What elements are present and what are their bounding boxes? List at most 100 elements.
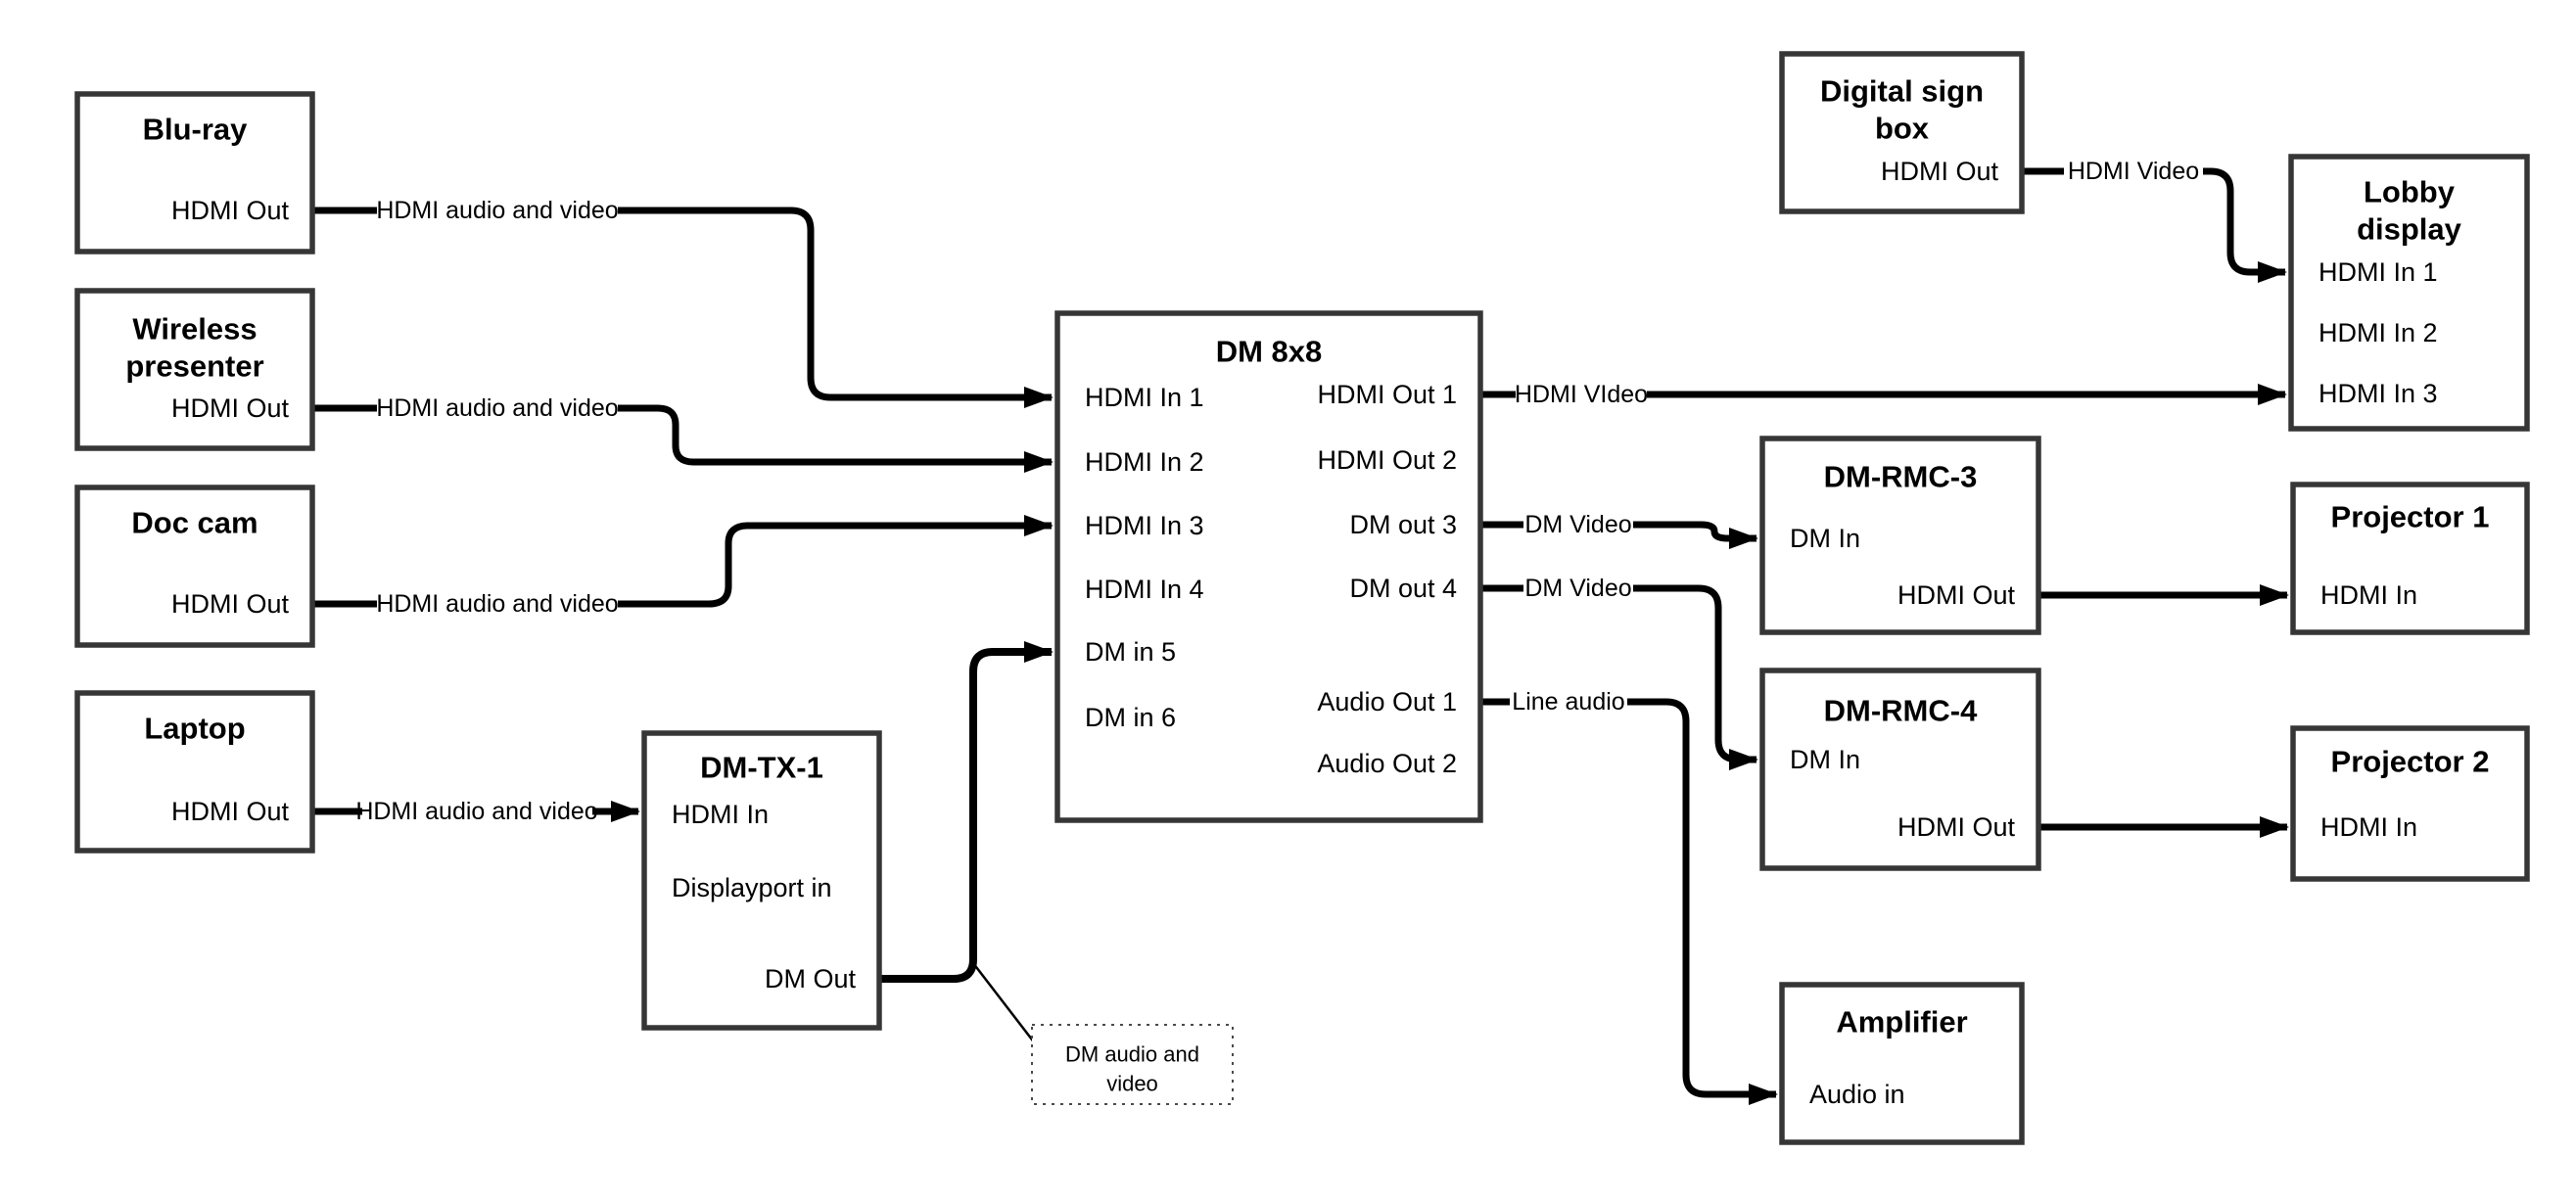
edge-label: HDMI VIdeo — [1515, 381, 1648, 408]
node-title: Laptop — [144, 712, 245, 746]
port-label-dm-in: DM In — [1790, 524, 1860, 553]
edge-dm8x8-out1-to-lobby-in3: HDMI VIdeo — [1480, 381, 2287, 408]
port-label-hdmi-out: HDMI Out — [171, 196, 290, 225]
port-label-hdmi-out-1: HDMI Out 1 — [1317, 380, 1457, 409]
node-box-lobby-display[interactable] — [2288, 154, 2530, 432]
port-label-hdmi-in: HDMI In — [672, 800, 769, 829]
edge-laptop-to-dmtx1: HDMI audio and video — [312, 798, 640, 825]
edge-wire-dm8x8-out3-to-dmrmc3[interactable] — [1633, 521, 1758, 549]
node-title: DM 8x8 — [1216, 335, 1323, 369]
node-title: Projector 2 — [2331, 745, 2490, 779]
edge-label: DM Video — [1524, 511, 1631, 538]
edge-label: HDMI audio and video — [376, 394, 618, 422]
node-box-doc-cam[interactable] — [74, 485, 315, 648]
node-box-digital-sign-box[interactable] — [1779, 51, 2025, 214]
note-text: video — [1106, 1072, 1158, 1096]
node-box-dm-8x8[interactable] — [1054, 310, 1483, 823]
node-box-bluray[interactable] — [74, 91, 315, 254]
edge-wire-dm8x8-out4-to-dmrmc4[interactable] — [1633, 584, 1758, 770]
edge-dm8x8-out4-to-dmrmc4: DM Video — [1480, 575, 1758, 770]
edge-digitalsign-to-lobby-in1: HDMI Video — [2022, 158, 2287, 283]
port-label-hdmi-out-2: HDMI Out 2 — [1317, 445, 1457, 475]
edge-dm8x8-aout1-to-amplifier: Line audio — [1480, 688, 1778, 1105]
edge-bluray-to-dm8x8-in1: HDMI audio and video — [312, 197, 1054, 408]
node-title: box — [1875, 112, 1930, 146]
note-callout-line — [972, 962, 1036, 1044]
edge-label: HDMI Video — [2068, 158, 2199, 185]
edge-dm8x8-out3-to-dmrmc3: DM Video — [1480, 511, 1758, 549]
node-box-dm-rmc-3[interactable] — [1759, 436, 2041, 635]
port-label-hdmi-out: HDMI Out — [171, 589, 290, 619]
node-box-wireless-presenter[interactable] — [74, 288, 315, 451]
node-projector-2: Projector 2 HDMI In — [2290, 725, 2530, 882]
node-box-laptop[interactable] — [74, 690, 315, 854]
port-label-dm-out-4: DM out 4 — [1349, 574, 1457, 603]
port-label-hdmi-in-2: HDMI In 2 — [2318, 318, 2438, 347]
port-label-hdmi-in: HDMI In — [2320, 580, 2417, 610]
node-title: Lobby — [2364, 175, 2456, 209]
node-title: DM-TX-1 — [700, 751, 823, 785]
edge-wire-dmtx1-to-dm8x8-in5[interactable] — [879, 641, 1054, 983]
port-label-hdmi-in-1: HDMI In 1 — [2318, 257, 2438, 287]
port-label-audio-out-2: Audio Out 2 — [1317, 749, 1457, 778]
edge-dmtx1-to-dm8x8-in5 — [879, 641, 1054, 983]
port-label-hdmi-out: HDMI Out — [1897, 812, 2016, 842]
port-label-hdmi-in-1: HDMI In 1 — [1085, 383, 1204, 412]
node-box-projector-1[interactable] — [2290, 482, 2530, 635]
edge-label: Line audio — [1512, 688, 1624, 716]
node-dm-rmc-3: DM-RMC-3 DM In HDMI Out — [1759, 436, 2041, 635]
node-box-amplifier[interactable] — [1779, 982, 2025, 1145]
edge-wire-dm8x8-aout1-to-amplifier[interactable] — [1627, 698, 1778, 1105]
port-label-hdmi-out: HDMI Out — [171, 797, 290, 826]
edge-wire-wireless-to-dm8x8-in2[interactable] — [618, 404, 1054, 473]
edge-wire-digitalsign-to-lobby-in1[interactable] — [2203, 167, 2287, 283]
node-projector-1: Projector 1 HDMI In — [2290, 482, 2530, 635]
port-label-hdmi-out: HDMI Out — [1881, 157, 1999, 186]
node-title: Blu-ray — [143, 113, 249, 147]
node-title: Wireless — [132, 312, 257, 346]
note-text: DM audio and — [1065, 1042, 1199, 1067]
edge-wire-doccam-to-dm8x8-in3[interactable] — [618, 515, 1054, 608]
port-label-audio-in: Audio in — [1809, 1080, 1905, 1109]
node-title: DM-RMC-3 — [1824, 460, 1978, 494]
node-title: Doc cam — [131, 506, 258, 540]
node-title: display — [2357, 212, 2462, 247]
port-label-hdmi-in: HDMI In — [2320, 812, 2417, 842]
port-label-dm-out: DM Out — [765, 964, 857, 993]
port-label-hdmi-out: HDMI Out — [1897, 580, 2016, 610]
port-label-hdmi-in-3: HDMI In 3 — [2318, 379, 2438, 408]
node-box-dm-tx-1[interactable] — [641, 730, 882, 1031]
port-label-hdmi-in-3: HDMI In 3 — [1085, 511, 1204, 540]
node-box-projector-2[interactable] — [2290, 725, 2530, 882]
edge-wire-bluray-to-dm8x8-in1[interactable] — [618, 207, 1054, 408]
edge-doccam-to-dm8x8-in3: HDMI audio and video — [312, 515, 1054, 618]
port-label-displayport-in: Displayport in — [672, 873, 832, 902]
node-box-dm-rmc-4[interactable] — [1759, 668, 2041, 871]
node-title: presenter — [125, 349, 263, 384]
edge-label: HDMI audio and video — [376, 590, 618, 618]
port-label-dm-in-5: DM in 5 — [1085, 637, 1176, 667]
annotation-note: DM audio and video — [972, 962, 1234, 1105]
node-title: Projector 1 — [2331, 500, 2490, 534]
edge-label: DM Video — [1524, 575, 1631, 602]
edge-label: HDMI audio and video — [355, 798, 597, 825]
port-label-dm-out-3: DM out 3 — [1349, 510, 1457, 539]
edge-label: HDMI audio and video — [376, 197, 618, 224]
node-title: Digital sign — [1820, 74, 1984, 109]
port-label-dm-in: DM In — [1790, 745, 1860, 774]
port-label-hdmi-in-2: HDMI In 2 — [1085, 447, 1204, 477]
port-label-hdmi-out: HDMI Out — [171, 393, 290, 423]
port-label-hdmi-in-4: HDMI In 4 — [1085, 575, 1204, 604]
